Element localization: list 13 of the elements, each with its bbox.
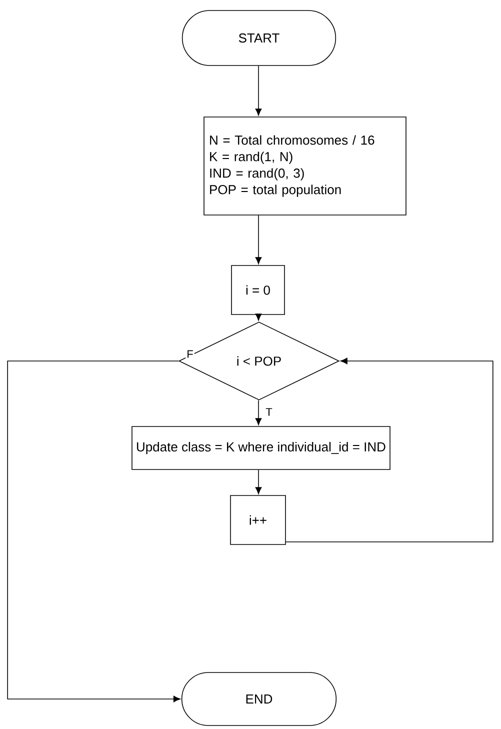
- edge-label: T: [264, 407, 274, 417]
- arrow: [255, 66, 262, 116]
- arrow: [255, 314, 262, 321]
- process-box: Update class = K where individual_id = IND: [132, 426, 390, 470]
- arrow: [255, 470, 262, 494]
- arrow: [255, 400, 262, 426]
- arrow: [7, 360, 180, 702]
- process-box: i++: [230, 495, 286, 545]
- process-box: N = Total chromosomes / 16 K = rand(1, N) IND = rand(0, 3) POP = total population: [204, 116, 406, 216]
- edge-label: F: [186, 349, 194, 359]
- arrow: [286, 358, 494, 542]
- process-box: i = 0: [231, 265, 285, 315]
- arrow: [255, 215, 262, 264]
